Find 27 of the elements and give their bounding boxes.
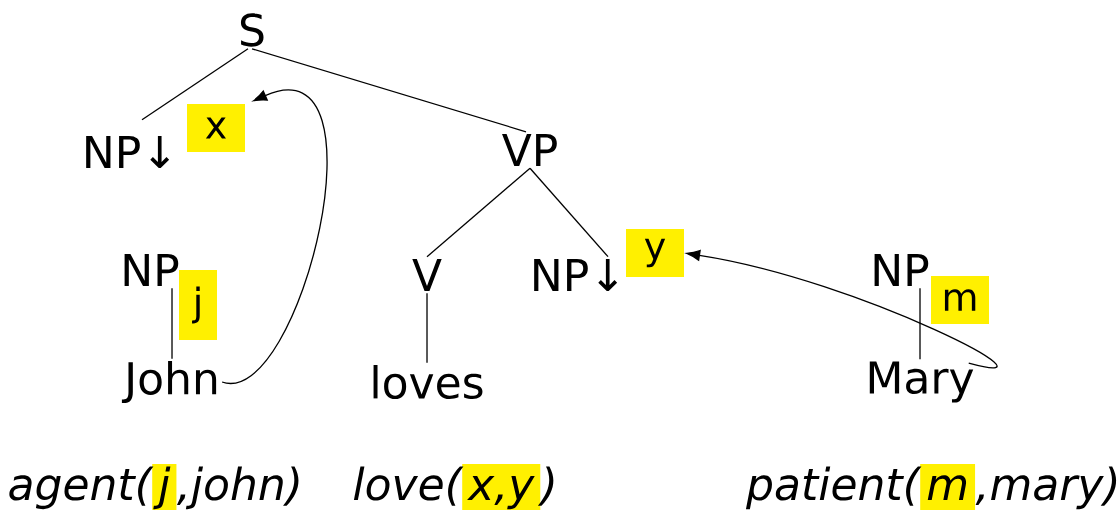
tree-branch — [426, 292, 428, 364]
tree-branch — [426, 167, 531, 258]
highlight-box: m — [931, 276, 989, 324]
tree-label: VP — [502, 133, 557, 167]
tree-label: John — [121, 360, 217, 404]
highlight-box: j — [152, 464, 177, 510]
curved-arrow — [221, 89, 328, 383]
highlight-box: x — [187, 104, 245, 152]
tree-label: Mary — [869, 361, 974, 403]
tree-label: NP — [124, 253, 179, 287]
tree-label: loves — [373, 364, 483, 399]
tree-label: V — [412, 258, 442, 292]
tree-branch — [141, 48, 249, 121]
curved-arrow — [686, 249, 998, 369]
tick-line — [171, 287, 173, 360]
tree-label: NP↓ — [534, 258, 618, 292]
tree-branch — [529, 167, 609, 258]
highlight-box: y — [626, 229, 684, 277]
tree-label: S — [240, 13, 264, 47]
highlight-box: m — [920, 464, 976, 510]
formula-text: ,mary) — [975, 466, 1117, 510]
highlight-box: j — [179, 270, 217, 340]
tree-label: NP↓ — [86, 135, 170, 169]
tree-label: NP — [874, 253, 929, 287]
formula-text: ,john) — [176, 466, 299, 510]
tree-branch — [251, 48, 527, 133]
tick-line — [919, 287, 921, 360]
